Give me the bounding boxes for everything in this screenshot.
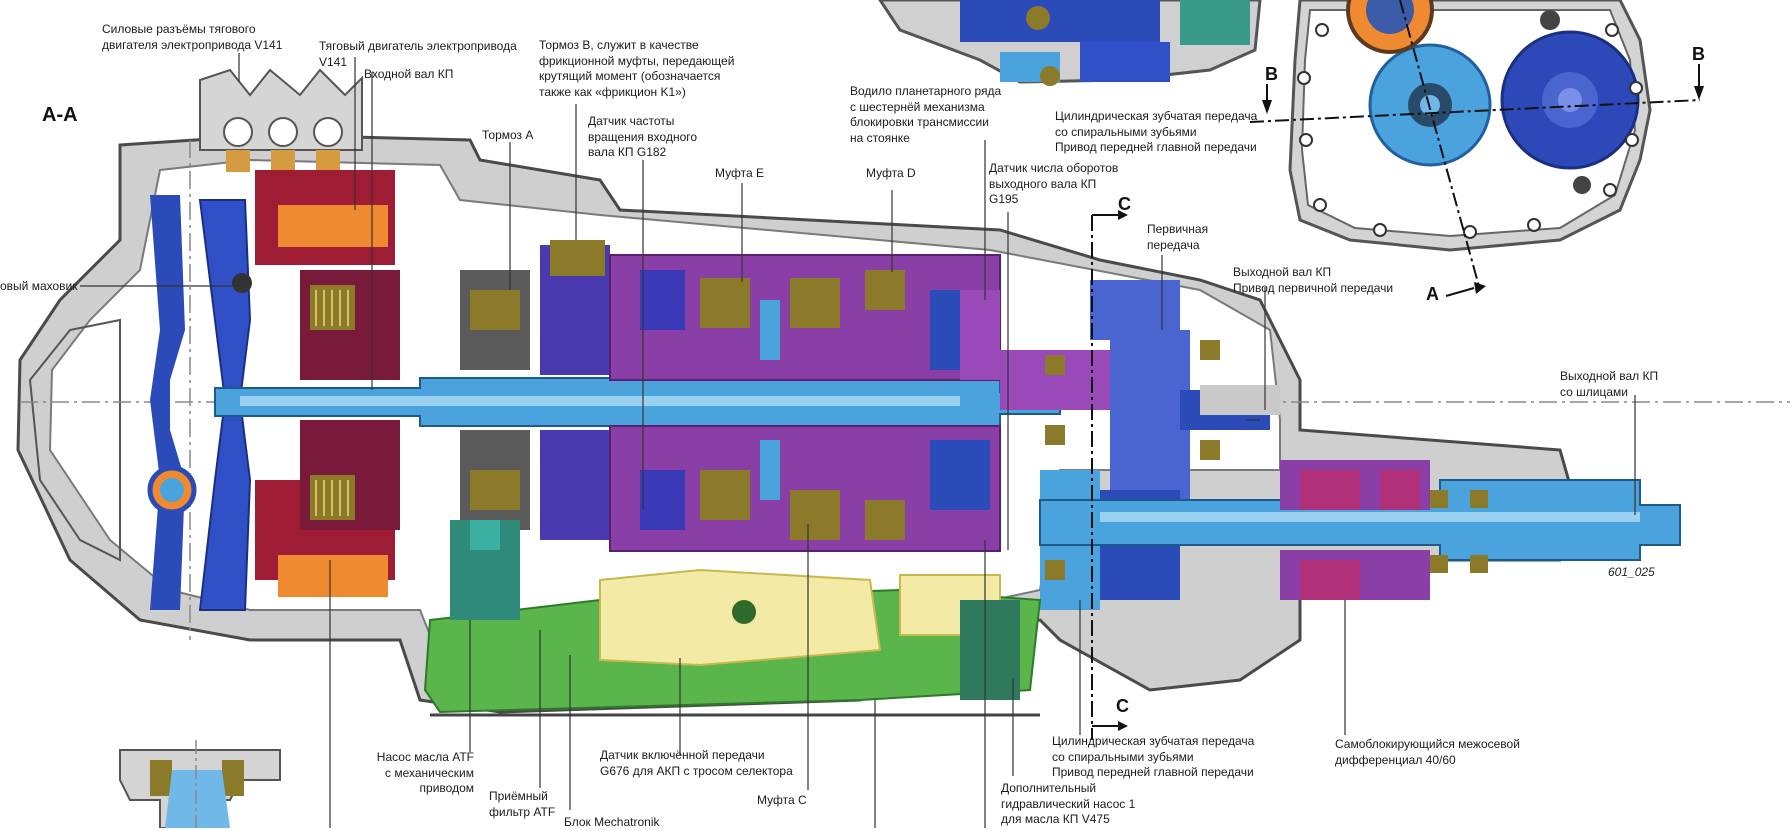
bearing-detail [119, 740, 281, 828]
leader-lines [80, 53, 1636, 828]
label-atf-filter: Приёмный фильтр ATF [489, 789, 556, 819]
label-helical-gear-top: Цилиндрическая зубчатая передача со спир… [1055, 109, 1258, 154]
label-mechatronik: Блок Mechatronik [564, 815, 660, 829]
label-planet-carrier: Водило планетарного ряда с шестернёй мех… [850, 84, 1002, 145]
power-connectors [199, 68, 363, 172]
section-label-c-top: C [1118, 194, 1131, 214]
label-output-shaft-primary: Выходной вал КП Привод первичной передач… [1233, 265, 1394, 295]
label-helical-gear-bottom: Цилиндрическая зубчатая передача со спир… [1052, 734, 1255, 779]
cross-section-view-a [1249, 0, 1704, 297]
section-label-b-left: B [1265, 64, 1278, 84]
section-label-b-right: B [1692, 44, 1705, 64]
section-label-a-small: A [1426, 284, 1439, 304]
label-clutch-e: Муфта E [715, 166, 764, 180]
label-atf-pump: Насос масла ATF с механическим приводом [376, 750, 474, 795]
planetary-clutches [609, 254, 1001, 552]
label-power-connectors: Силовые разъёмы тягового двигателя элект… [102, 22, 283, 52]
label-brake-a: Тормоз A [482, 128, 534, 142]
label-output-speed-sensor: Датчик числа оборотов выходного вала КП … [989, 161, 1119, 206]
label-primary-gear: Первичная передача [1147, 222, 1209, 252]
label-input-shaft: Входной вал КП [364, 67, 454, 81]
main-shaft [214, 377, 1061, 427]
label-input-speed-sensor: Датчик частоты вращения входного вала КП… [588, 114, 698, 159]
label-flywheel: овый маховик [0, 279, 78, 293]
label-gear-sensor: Датчик включённой передачи G676 для АКП … [600, 748, 793, 778]
label-center-diff: Самоблокирующийся межосевой дифференциал… [1335, 737, 1520, 767]
label-output-shaft-splines: Выходной вал КП со шлицами [1560, 369, 1659, 399]
label-clutch-d: Муфта D [866, 166, 916, 180]
section-line-c [1091, 210, 1128, 740]
brake-a-b [460, 240, 610, 540]
figure-code: 601_025 [1608, 565, 1655, 579]
label-traction-motor: Тяговый двигатель электропривода V141 [319, 39, 517, 69]
label-aux-pump: Дополнительный гидравлический насос 1 дл… [1001, 781, 1136, 826]
mechatronik-unit [423, 520, 1042, 717]
section-label-c-bottom: C [1116, 696, 1129, 716]
section-label-aa: A-A [42, 104, 78, 126]
upper-drive-housing [878, 0, 1262, 86]
center-differential [1280, 460, 1488, 600]
label-clutch-c: Муфта C [757, 793, 807, 807]
output-transfer-section [1000, 280, 1681, 610]
label-brake-b: Тормоз B, служит в качестве фрикционной … [539, 38, 735, 99]
